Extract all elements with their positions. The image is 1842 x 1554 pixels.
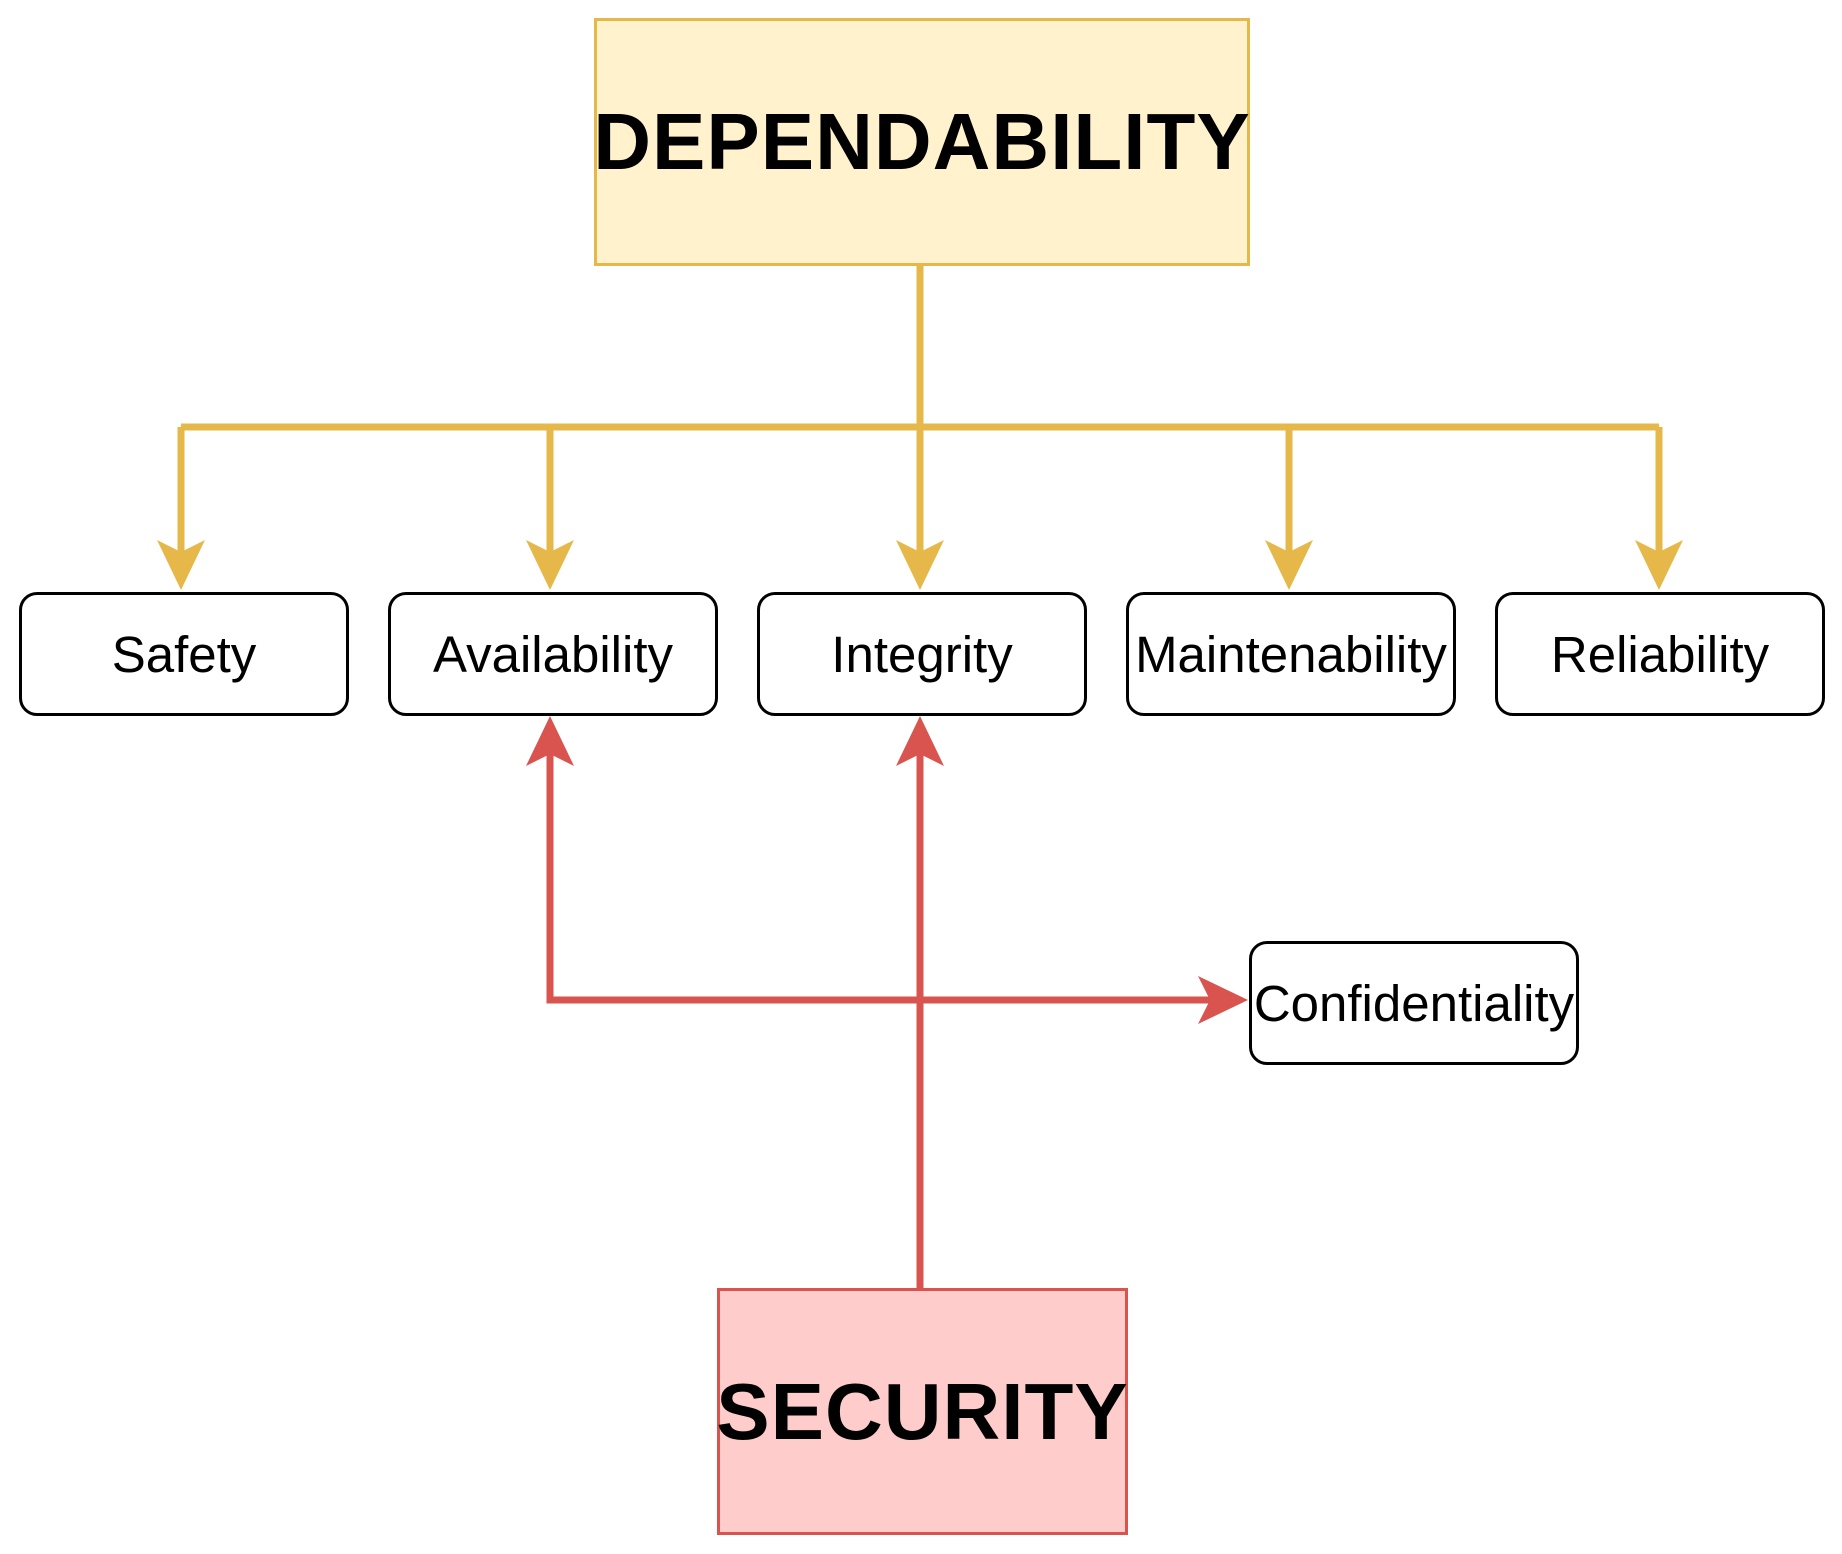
arrowhead-integrity — [896, 540, 944, 590]
node-integrity: Integrity — [757, 592, 1087, 716]
arrowhead-availability — [526, 540, 574, 590]
security-box: SECURITY — [716, 1288, 1129, 1535]
node-confidentiality: Confidentiality — [1249, 941, 1579, 1065]
security-connectors — [526, 716, 1248, 1288]
arrowhead-confidentiality — [1198, 976, 1248, 1024]
node-safety: Safety — [19, 592, 349, 716]
node-availability-label: Availability — [432, 625, 673, 683]
arrowhead-availability-up — [526, 716, 574, 766]
node-reliability-label: Reliability — [1550, 625, 1770, 683]
node-availability: Availability — [388, 592, 718, 716]
node-maintenability-label: Maintenability — [1135, 625, 1447, 683]
node-confidentiality-label: Confidentiality — [1253, 974, 1575, 1032]
security-label: SECURITY — [716, 1366, 1129, 1456]
edge-security-availability-branch — [546, 746, 920, 1004]
node-maintenability: Maintenability — [1126, 592, 1456, 716]
arrowhead-integrity-up — [896, 716, 944, 766]
arrowhead-reliability — [1635, 540, 1683, 590]
dependability-label: DEPENDABILITY — [593, 97, 1251, 186]
arrowhead-safety — [157, 540, 205, 590]
dependability-connectors — [157, 266, 1683, 590]
dependability-box: DEPENDABILITY — [593, 18, 1251, 266]
node-safety-label: Safety — [111, 625, 257, 683]
node-reliability: Reliability — [1495, 592, 1825, 716]
arrowhead-maintenability — [1265, 540, 1313, 590]
node-integrity-label: Integrity — [831, 625, 1013, 683]
